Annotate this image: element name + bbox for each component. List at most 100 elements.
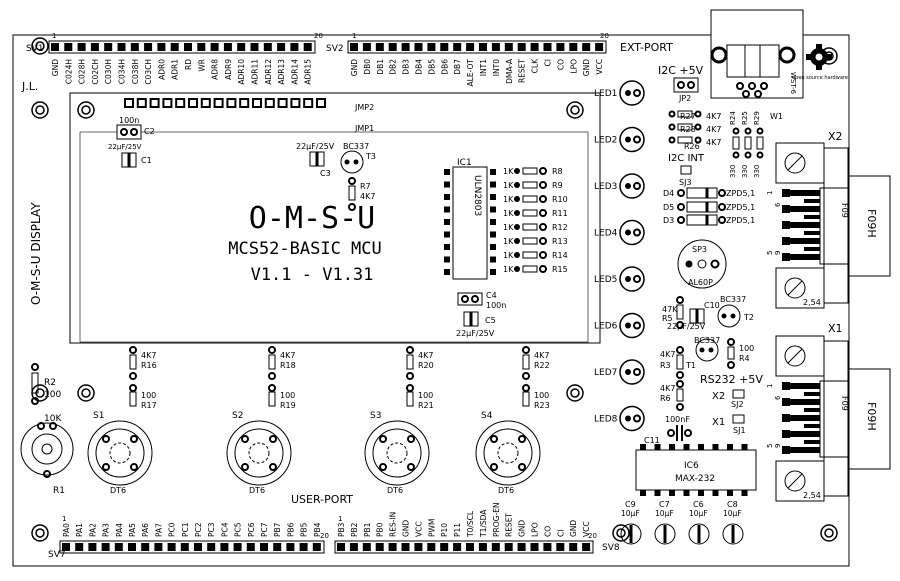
pin [595, 43, 604, 51]
ic1-pin [444, 206, 450, 213]
sv1-last: 20 [314, 32, 323, 40]
pin [466, 43, 475, 51]
pin-label: T1/SDA [479, 509, 488, 538]
pin [194, 543, 202, 551]
led-body [619, 126, 645, 153]
pin-label: CO [543, 526, 552, 537]
pin [273, 543, 282, 551]
pin-label: DB4 [415, 59, 424, 75]
pin-label: GND [51, 59, 60, 76]
pin [299, 543, 308, 551]
connector-type: F09 [840, 396, 849, 411]
pin [180, 543, 189, 551]
r28-label: R28 [680, 125, 696, 134]
resistor-value: 1K [503, 167, 514, 176]
pin [504, 543, 513, 551]
pin-label: GND [518, 520, 527, 537]
r4-label: R4 [739, 354, 750, 363]
jmp-pin-row [124, 98, 326, 108]
r27-label: R27 [680, 112, 696, 121]
sj2-label: SJ2 [731, 400, 744, 409]
led-body [619, 405, 645, 432]
jp2-label: JP2 [678, 94, 691, 103]
pin [77, 43, 86, 51]
c3-label: C3 [320, 169, 331, 178]
pin-label: PROG-EN [492, 502, 501, 537]
pin [223, 43, 232, 51]
ic6-pin [712, 444, 719, 450]
pin [530, 43, 539, 51]
display-label: O-M-S-U DISPLAY [29, 202, 43, 305]
cap-value: 10µF [723, 509, 742, 518]
ic6-pin [727, 490, 733, 496]
c5-value: 22µF/25V [456, 329, 495, 338]
pin-label: PWM [427, 519, 436, 537]
resistor-value: 1K [503, 223, 514, 232]
pin [62, 543, 70, 551]
pin [453, 43, 462, 51]
screw-icon [784, 470, 806, 492]
pin [491, 543, 500, 551]
pin [427, 543, 436, 551]
pin-label: INT0 [492, 59, 501, 76]
resistor-label: R19 [280, 401, 296, 410]
c10-label: C10 [704, 301, 720, 310]
r1-value: 10K [44, 414, 62, 424]
led-label: LED4 [594, 229, 618, 239]
t3-value: BC337 [343, 142, 369, 151]
c1-value: 22µF/25V [108, 143, 142, 151]
dsub-pin [790, 383, 820, 389]
led-label: LED2 [594, 136, 617, 146]
t1-label: T1 [685, 361, 696, 370]
r25-label: R25 [741, 111, 749, 125]
jmp-pin [175, 98, 186, 108]
resistor-label: R20 [418, 361, 434, 370]
ic1-pin [490, 219, 496, 225]
pin [350, 43, 358, 51]
pin [312, 543, 321, 551]
pin-label: PC5 [234, 522, 243, 537]
dsub-pin [790, 254, 820, 260]
resistor-label: R13 [552, 237, 568, 246]
r2-label: R2 [44, 378, 56, 388]
jmp-pin [149, 98, 160, 108]
resistor-label: R17 [141, 401, 157, 410]
pin-label: PC6 [247, 522, 256, 537]
display-outline [69, 92, 601, 344]
c2-label: C2 [144, 127, 155, 136]
dsub-pin [804, 392, 820, 396]
pin-label: VCC [595, 59, 604, 75]
pin-label: DB2 [389, 59, 398, 75]
c4-label: C4 [486, 291, 497, 300]
sv2-first: 1 [352, 32, 356, 40]
ic6-pin [640, 444, 646, 450]
resistor-value: 4K7 [418, 351, 433, 360]
diode-value: ZPD5,1 [726, 203, 755, 212]
pin-label: DB3 [402, 59, 411, 75]
dsub-pin [790, 222, 820, 228]
ic1-label: IC1 [457, 158, 472, 168]
diode-body [686, 201, 718, 213]
sj1-label: SJ1 [733, 426, 746, 435]
pin-label: PC2 [194, 522, 203, 537]
display-inner-outline [79, 131, 589, 343]
diode-label: D5 [663, 203, 674, 212]
diode-body [686, 214, 718, 226]
r28-value: 4K7 [706, 125, 721, 134]
jmp-pin [290, 98, 301, 108]
ic1-pin [444, 181, 450, 188]
pin [154, 543, 163, 551]
sv2-last: 20 [600, 32, 609, 40]
cap-value: 10µF [655, 509, 674, 518]
switch-label: S4 [481, 411, 493, 421]
pin [543, 43, 552, 51]
led-body [619, 312, 645, 339]
r7-value: 4K7 [360, 192, 375, 201]
pin-label: PB3 [337, 522, 346, 537]
pin [128, 543, 136, 551]
ic6-pin [741, 444, 748, 450]
ic6-body [635, 449, 757, 491]
pin-label: PC3 [207, 522, 216, 537]
sv7-label: SV7 [48, 550, 66, 560]
